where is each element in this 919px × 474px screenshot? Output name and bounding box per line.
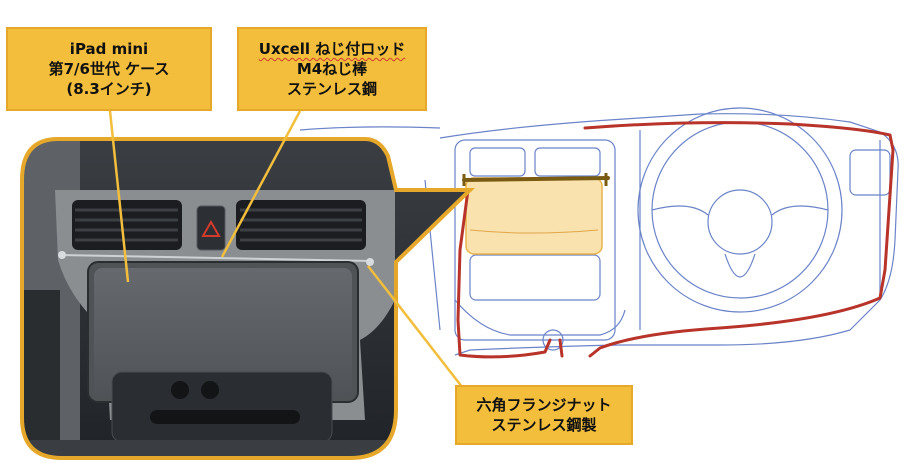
steering-spoke-bottom [724, 253, 756, 278]
callout-ipad-line-1: iPad mini [69, 40, 149, 58]
mount-inner-line [469, 229, 599, 234]
callout-rod-line-1: Uxcell ねじ付ロッド [258, 40, 406, 58]
callout-threaded-rod: Uxcell ねじ付ロッド M4ねじ棒 ステンレス鋼 [237, 27, 427, 111]
mount-area-highlight [465, 177, 603, 255]
steering-wheel-hub [707, 189, 773, 255]
console-knob-2 [201, 381, 219, 399]
photo-left-shadow [22, 290, 60, 458]
callout-nut-line-1: 六角フランジナット [476, 396, 612, 414]
photo-nut-right [366, 258, 374, 266]
photo-frame [20, 137, 475, 460]
control-panel-sketch [469, 254, 601, 301]
leader-ipad [108, 110, 130, 283]
callout-rod-line-3: ステンレス鋼 [286, 80, 377, 98]
left-air-vent [72, 200, 182, 250]
callout-rod-line-2: M4ねじ棒 [296, 60, 368, 78]
mount-rod-line [462, 176, 610, 182]
dash-outline-2 [299, 126, 441, 131]
right-air-vent [236, 200, 366, 250]
red-highlight-outline [456, 121, 895, 359]
console-slot [150, 410, 300, 424]
vent-right-sketch [534, 147, 601, 177]
right-vent-sketch [849, 149, 891, 196]
callout-nut-line-2: ステンレス鋼製 [491, 416, 597, 434]
dashboard-photo [22, 139, 470, 458]
mount-highlight-group [462, 173, 610, 255]
steering-wheel-rim [651, 121, 829, 299]
knob-sketch [542, 329, 564, 351]
red-top-line [583, 121, 895, 358]
right-vent-slats [240, 208, 362, 242]
vent-left-sketch [469, 147, 526, 177]
leader-nut [367, 265, 467, 393]
photo-nut-left [58, 251, 66, 259]
hazard-button [196, 205, 226, 251]
callout-ipad-line-3: (8.3インチ) [66, 80, 152, 98]
center-stack-outline [454, 139, 616, 341]
red-left-line [456, 188, 552, 359]
lower-console [111, 371, 333, 443]
steering-wheel-outer [637, 107, 843, 313]
photo-threaded-rod [59, 254, 373, 262]
console-knob-1 [171, 381, 189, 399]
leader-rod [220, 110, 302, 258]
red-stem [558, 338, 564, 358]
steering-spoke-right [771, 205, 829, 216]
left-vent-slats [75, 208, 178, 242]
right-side-sketch [639, 130, 881, 330]
lower-console-sketch [454, 299, 626, 336]
photo-ipad-texture [94, 268, 352, 396]
callout-leader-lines [108, 110, 467, 393]
callout-ipad-case: iPad mini 第7/6世代 ケース (8.3インチ) [6, 27, 212, 111]
photo-bottom-trim [22, 440, 470, 458]
callout-ipad-line-2: 第7/6世代 ケース [48, 60, 170, 78]
hazard-icon [201, 219, 221, 237]
dash-outline [439, 113, 899, 356]
dashboard-sketch [299, 107, 899, 356]
callout-flange-nut: 六角フランジナット ステンレス鋼製 [455, 385, 633, 445]
steering-spoke-left [651, 205, 709, 216]
